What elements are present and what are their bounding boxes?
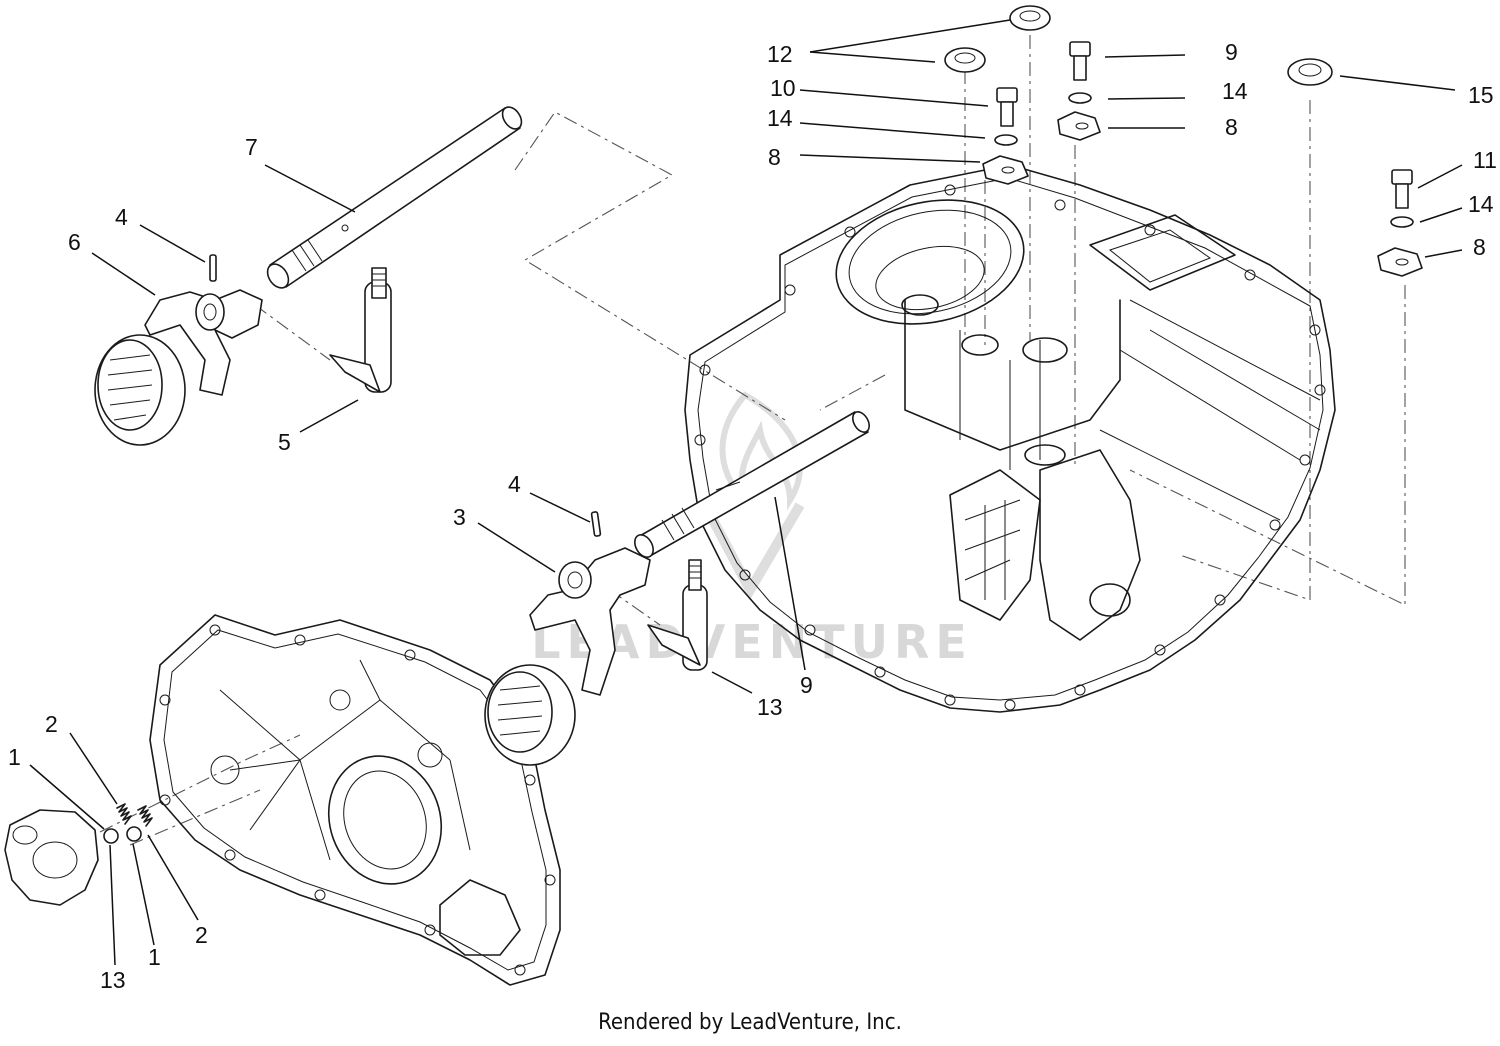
callout-3: 3: [453, 504, 466, 530]
callout-8: 8: [1225, 114, 1238, 140]
callout-11: 9: [800, 672, 813, 698]
callout-2-b: 2: [195, 922, 208, 948]
callout-15: 15: [1468, 82, 1494, 108]
part-1-detent-ball: [103, 828, 119, 844]
part-15-oil-seal: [1287, 58, 1333, 86]
part-8-lock-plate-2: [982, 155, 1029, 185]
part-2-detent-spring: [116, 803, 132, 825]
rendered-by-credit: Rendered by LeadVenture, Inc.: [598, 1010, 902, 1035]
part-7-shift-rod: [266, 106, 523, 289]
callout-5: 5: [278, 429, 291, 455]
part-2-detent-spring-2: [137, 805, 153, 827]
part-13-detent-housing: [4, 809, 99, 906]
part-10-oil-seal: [1009, 5, 1051, 31]
rear-cover-housing: [149, 614, 561, 986]
callout-4-b: 4: [508, 471, 521, 497]
part-4-roll-pin-2: [590, 511, 602, 537]
part-12-shift-arm: [647, 559, 708, 671]
part-5-shift-arm: [329, 267, 392, 393]
leader-lines: [29, 19, 1463, 966]
callout-9: 9: [1225, 39, 1238, 65]
housing-bolt-holes: [694, 184, 1326, 711]
part-3-shift-fork: [529, 547, 651, 696]
callout-1: 1: [8, 744, 21, 770]
part-4-roll-pin: [209, 254, 217, 282]
part-1-detent-ball-2: [126, 826, 142, 842]
callout-7: 7: [245, 134, 258, 160]
shift-sleeve: [94, 334, 186, 446]
part-9-bolt: [1069, 41, 1091, 81]
callout-2: 2: [45, 711, 58, 737]
transmission-housing: [684, 164, 1336, 713]
part-11-shift-rod: [634, 411, 870, 558]
part-8-lock-plate-3: [1377, 247, 1423, 277]
callout-9-c: 11: [1473, 147, 1497, 173]
callout-6: 6: [68, 229, 81, 255]
part-6-shift-fork: [144, 289, 263, 396]
shift-sleeve-2: [484, 664, 576, 766]
callout-14-b: 14: [767, 105, 793, 131]
part-14-lock-washer: [1068, 92, 1092, 104]
callout-8-b: 8: [768, 144, 781, 170]
part-14-lock-washer-3: [1390, 216, 1414, 228]
callout-9-b: 10: [770, 75, 796, 101]
part-14-lock-washer-2: [994, 134, 1018, 146]
part-9-bolt-3: [1391, 169, 1413, 209]
part-10-oil-seal-2: [944, 47, 986, 73]
callout-1-b: 1: [148, 944, 161, 970]
callout-14-c: 14: [1468, 191, 1494, 217]
part-9-bolt-2: [996, 87, 1018, 127]
callout-12: 13: [757, 694, 783, 720]
callout-10: 12: [767, 41, 793, 67]
callout-14: 14: [1222, 78, 1248, 104]
callout-4: 4: [115, 204, 128, 230]
callout-13: 13: [100, 967, 126, 993]
callout-labels: 12 9 14 8 15 10 14 8 11 14 8 7 4 6 5 4 3…: [8, 39, 1497, 993]
cover-bolt-holes: [159, 624, 556, 976]
part-8-lock-plate: [1057, 111, 1101, 141]
callout-8-c: 8: [1473, 234, 1486, 260]
